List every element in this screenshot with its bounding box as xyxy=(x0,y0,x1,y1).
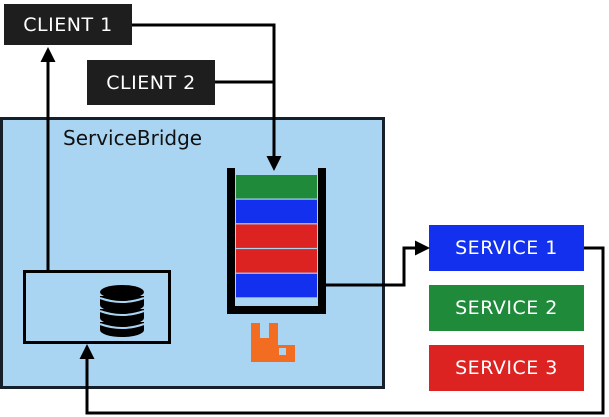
queue-container xyxy=(227,168,326,314)
wire-service1-to-store xyxy=(79,246,605,415)
wire-queue-to-service1 xyxy=(322,240,430,287)
client-1-label: CLIENT 1 xyxy=(23,13,113,36)
database-icon xyxy=(99,285,145,337)
service-1-box: SERVICE 1 xyxy=(429,225,584,271)
service-bridge-title: ServiceBridge xyxy=(63,126,203,150)
wire-client1-to-queue xyxy=(132,23,282,171)
queue-message xyxy=(236,249,317,273)
queue-message xyxy=(236,199,317,224)
queue-message xyxy=(236,273,317,298)
service-3-box: SERVICE 3 xyxy=(429,345,584,391)
service-2-box: SERVICE 2 xyxy=(429,285,584,331)
database-box xyxy=(23,270,171,344)
queue-slots xyxy=(236,175,317,298)
service-3-label: SERVICE 3 xyxy=(455,357,558,379)
client-2-box: CLIENT 2 xyxy=(87,60,215,105)
rabbitmq-icon xyxy=(251,323,295,362)
client-1-box: CLIENT 1 xyxy=(4,4,132,45)
service-2-label: SERVICE 2 xyxy=(455,297,558,319)
queue-message xyxy=(236,175,317,199)
client-2-label: CLIENT 2 xyxy=(106,71,196,94)
queue-message xyxy=(236,224,317,248)
service-1-label: SERVICE 1 xyxy=(455,237,558,259)
